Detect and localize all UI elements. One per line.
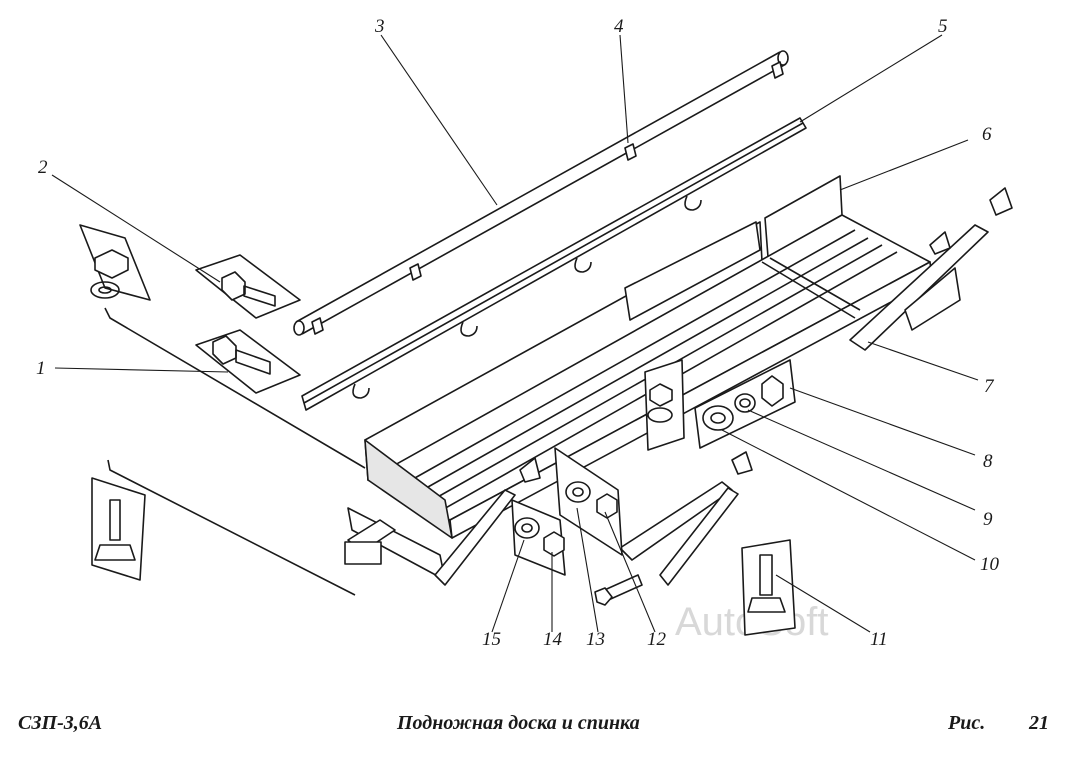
fastener-set-1 [79,224,366,469]
fastener-set-tray [644,359,685,451]
footboard-tray [364,175,933,539]
callout-6: 6 [982,124,992,145]
callout-7: 7 [984,376,995,397]
fastener-set-12-15 [511,447,643,606]
bolt-1 [195,329,301,394]
bolt-2 [195,254,301,319]
callout-2: 2 [38,157,48,178]
backrest-bar [301,117,807,411]
callout-13: 13 [586,629,605,650]
figure-number: 21 [1029,712,1049,734]
fastener-set-8-10 [694,359,796,449]
callout-4: 4 [614,16,624,37]
callout-10: 10 [980,554,1000,575]
model-designation: СЗП-3,6А [18,712,103,734]
callout-11: 11 [870,629,888,650]
side-bracket-right [849,187,1013,351]
callout-15: 15 [482,629,501,650]
callout-5: 5 [938,16,948,37]
figure-caption: Подножная доска и спинка [397,712,640,734]
exploded-assembly-drawing: AutoSoft [36,16,1013,650]
upper-rod [293,50,789,336]
callout-8: 8 [983,451,993,472]
figure-label: Рис. [948,712,986,734]
callout-12: 12 [647,629,667,650]
callout-14: 14 [543,629,563,650]
callout-9: 9 [983,509,993,530]
front-left-gusset [434,457,541,586]
front-angle-bar [344,507,446,581]
vertical-bolt-right [741,539,796,636]
vertical-bolt-left [91,459,356,596]
callout-3: 3 [374,16,385,37]
lower-right-bracket [619,451,753,586]
callout-1: 1 [36,358,46,379]
callout-leaders [51,34,979,633]
